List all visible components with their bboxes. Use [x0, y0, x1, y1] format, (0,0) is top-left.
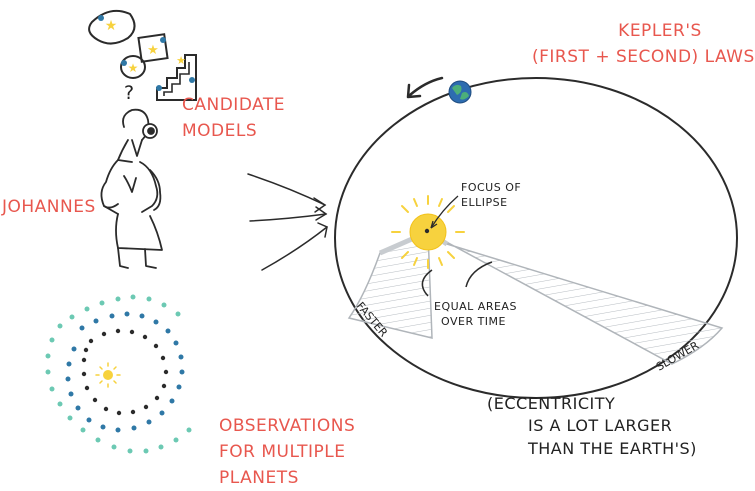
- svg-text:★: ★: [105, 18, 118, 34]
- eccentricity-note-line-2: IS A LOT LARGER: [528, 416, 673, 435]
- swept-area-slow: [427, 231, 724, 365]
- equal-areas-label-line-2: OVER TIME: [441, 315, 506, 328]
- earth-icon: [448, 80, 472, 104]
- flow-arrow-bottom: [261, 226, 328, 271]
- focus-leader-line: [430, 195, 459, 229]
- model-blob-icon: ★: [88, 9, 136, 45]
- model-steps-icon: ★: [156, 54, 197, 101]
- orbit-ellipse: [334, 77, 738, 399]
- swept-area-fast: [347, 230, 433, 339]
- equal-areas-bracket-right: [465, 261, 493, 288]
- johannes-label: JOHANNES: [2, 197, 96, 217]
- focus-label-line-1: FOCUS OF: [461, 181, 522, 194]
- candidate-models-label-line-2: MODELS: [182, 121, 258, 141]
- svg-text:★: ★: [128, 61, 139, 75]
- observation-sun-icon: [95, 362, 121, 388]
- flow-arrow-top: [247, 173, 326, 206]
- title-line-2: (FIRST + SECOND) LAWS: [532, 47, 755, 67]
- candidate-models-label-line-1: CANDIDATE: [182, 95, 286, 115]
- focus-label-line-2: ELLIPSE: [461, 196, 508, 209]
- model-oval-icon: ★: [120, 55, 146, 79]
- orbit-direction-arrow: [406, 76, 444, 99]
- sun-icon: [391, 195, 465, 269]
- eccentricity-note-line-1: (ECCENTRICITY: [487, 394, 616, 413]
- swept-areas: [347, 229, 724, 365]
- svg-text:★: ★: [147, 43, 159, 58]
- observations-label-line-2: FOR MULTIPLE: [219, 442, 346, 462]
- eccentricity-note-line-3: THAN THE EARTH'S): [528, 439, 697, 458]
- flow-arrows: [247, 173, 328, 271]
- question-mark: ?: [124, 82, 135, 104]
- observations-orbits: [45, 294, 192, 454]
- flow-arrow-middle: [249, 213, 327, 222]
- candidate-models: ★ ★ ★ ★: [88, 9, 197, 101]
- observations-label-line-3: PLANETS: [219, 468, 299, 488]
- equal-areas-label-line-1: EQUAL AREAS: [434, 300, 517, 313]
- title-line-1: KEPLER'S: [618, 21, 702, 41]
- model-square-icon: ★: [137, 33, 169, 63]
- johannes-figure: [100, 108, 163, 269]
- equal-areas-bracket-left: [421, 269, 433, 297]
- observations-label-line-1: OBSERVATIONS: [219, 416, 356, 436]
- svg-text:★: ★: [176, 54, 186, 67]
- focus-dot: [424, 228, 430, 234]
